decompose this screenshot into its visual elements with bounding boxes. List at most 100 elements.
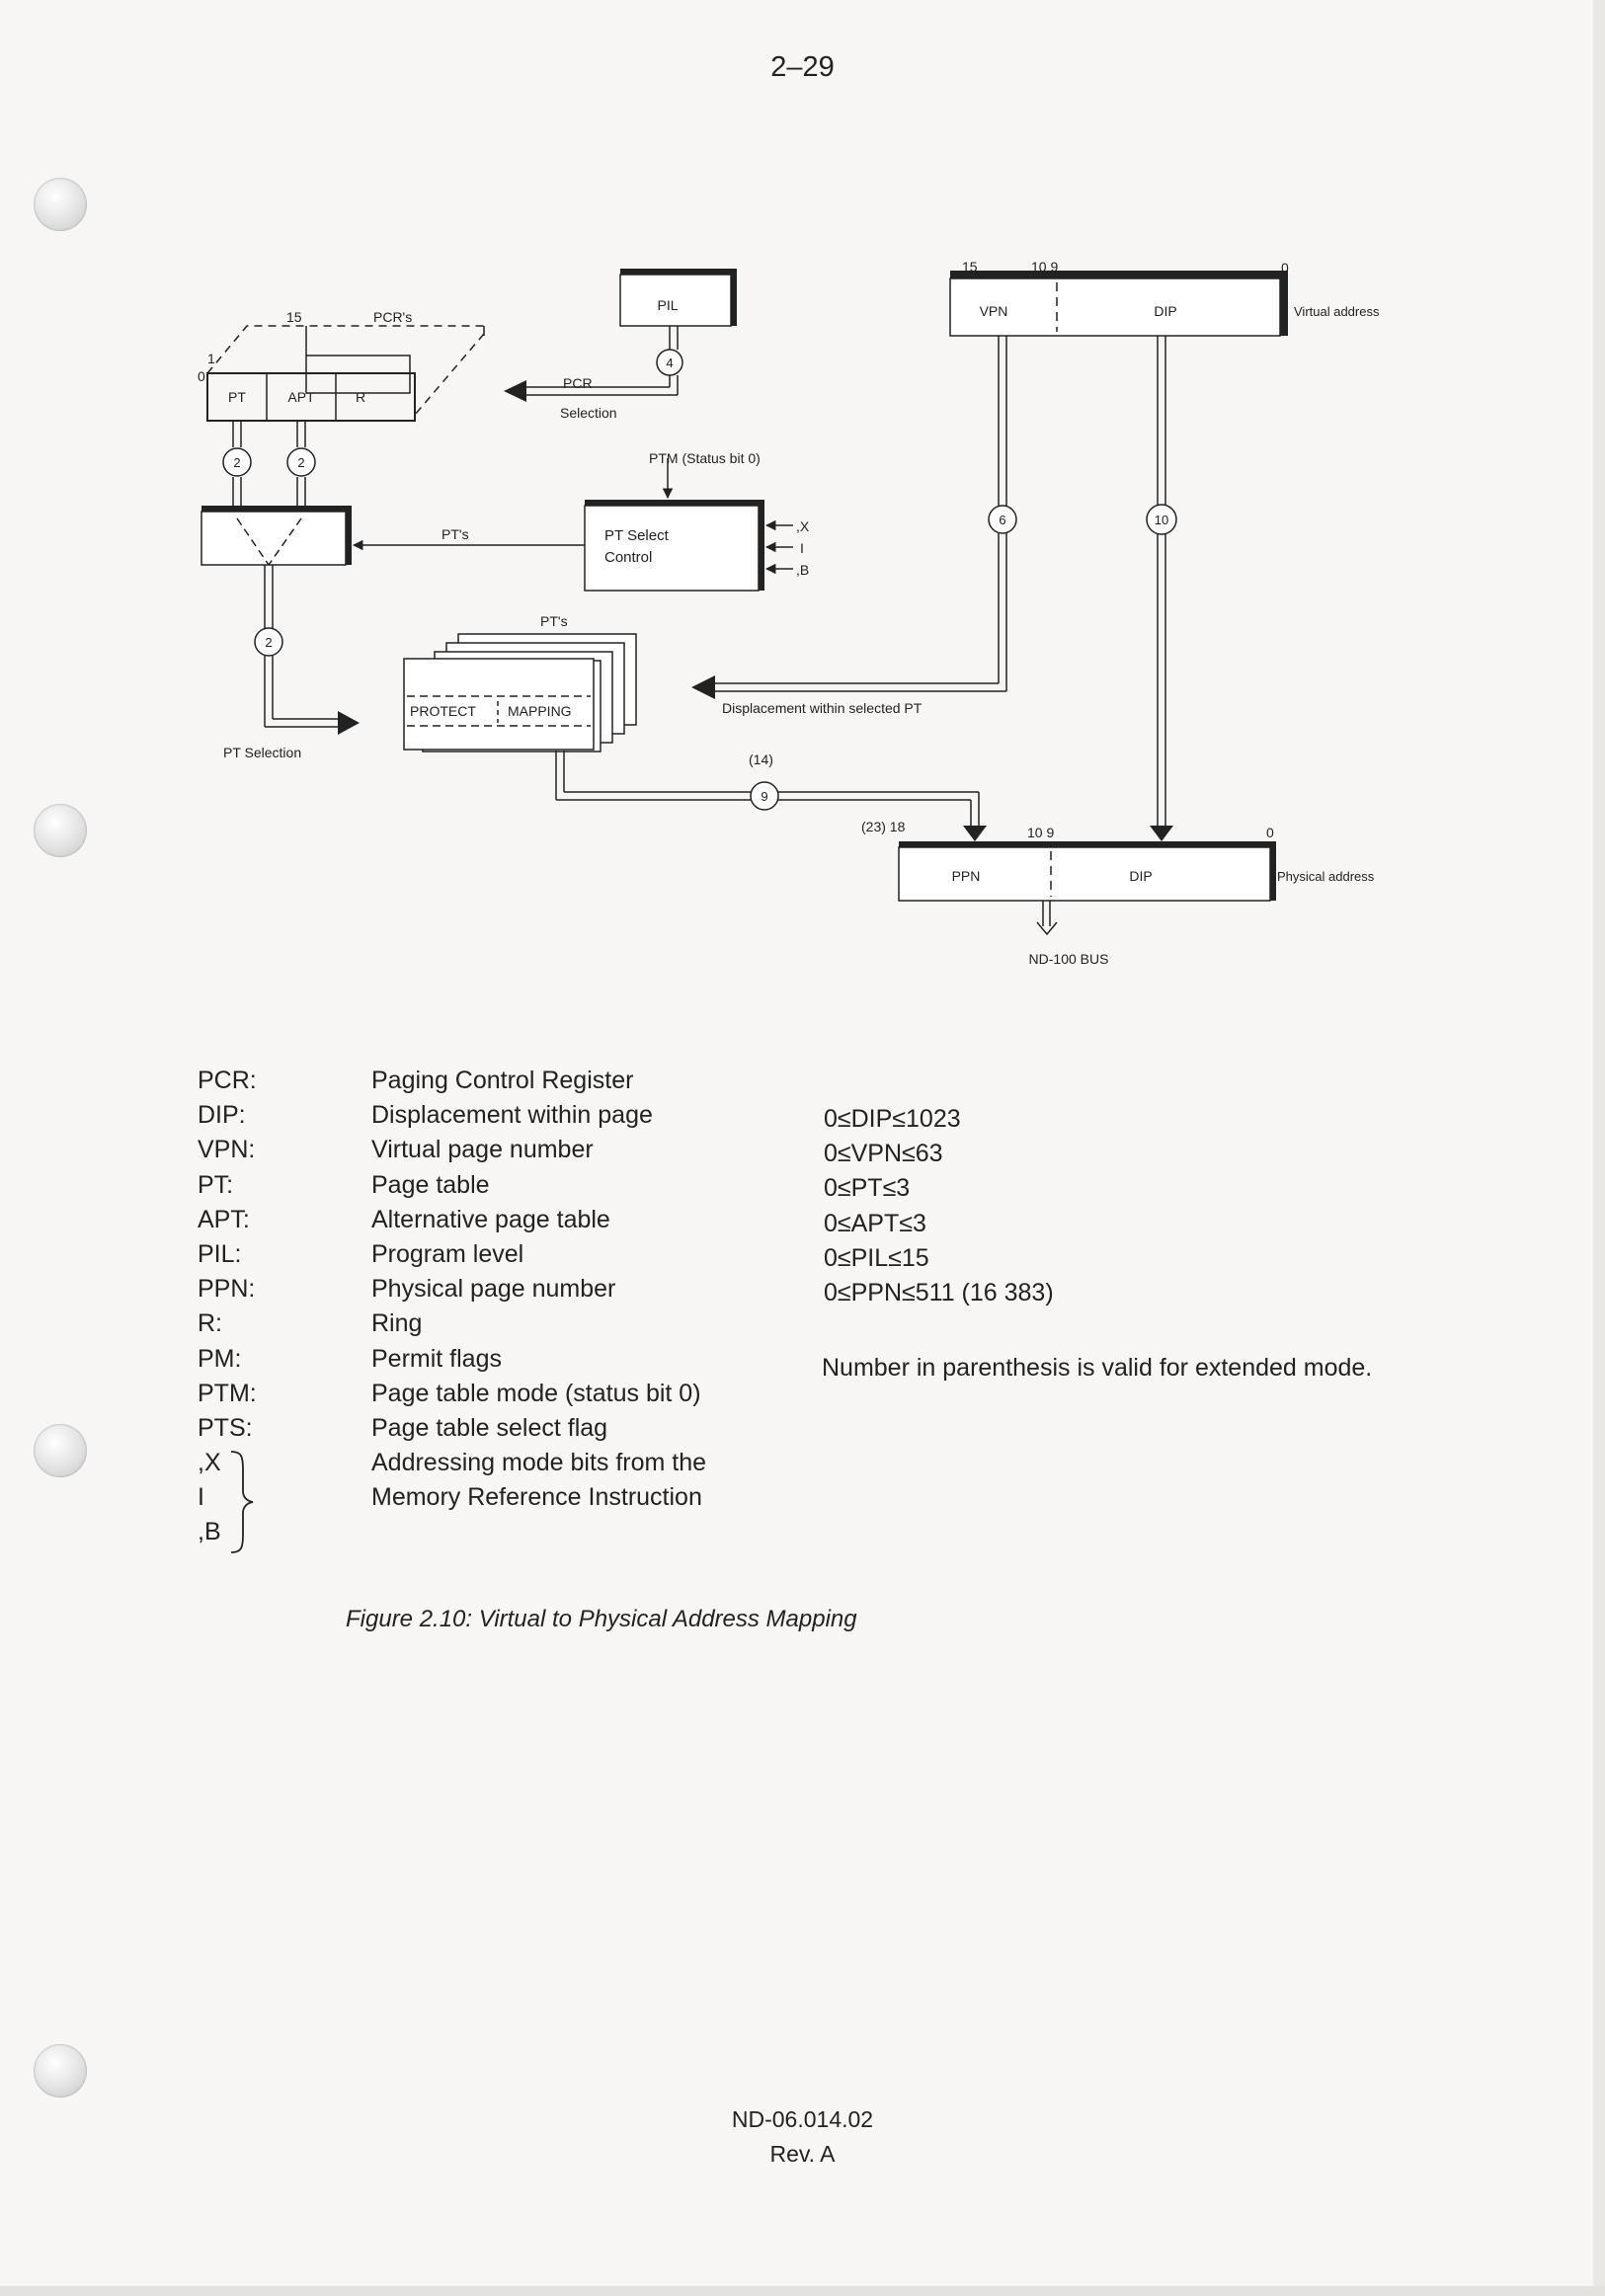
legend-term: PPN: (198, 1275, 256, 1304)
pa-bit-0: 0 (1266, 825, 1274, 840)
vpn-label: VPN (980, 303, 1008, 319)
legend-term: ,X (198, 1449, 221, 1477)
virtual-address-label: Virtual address (1294, 304, 1380, 319)
legend-term: PTM: (198, 1379, 257, 1407)
legend-range: 0≤VPN≤63 (824, 1140, 943, 1168)
pts-arrow-label: PT's (441, 526, 469, 542)
legend-range: 0≤PT≤3 (824, 1174, 911, 1203)
bit-15-label: 15 (286, 309, 302, 325)
pcr-selection-label-1: PCR (563, 375, 593, 391)
legend-term: PTS: (198, 1413, 253, 1442)
page-number: 2–29 (770, 51, 835, 83)
va-bit-15: 15 (962, 259, 978, 275)
pt-multiplexer (201, 506, 352, 566)
legend-definition: Page table select flag (371, 1413, 608, 1442)
legend-definition: Page table (371, 1170, 490, 1199)
pa-bit-23-18: (23) 18 (861, 819, 906, 834)
circle-6-label: 6 (999, 513, 1005, 527)
pt-selection-line (264, 565, 338, 728)
pt-field-label: PT (228, 389, 246, 405)
legend-range: 0≤DIP≤1023 (824, 1105, 961, 1133)
legend-definition: Program level (371, 1239, 524, 1268)
mode-x-label: ,X (796, 518, 810, 534)
pcr-selection-label-2: Selection (560, 405, 617, 421)
legend-definition: Ring (371, 1309, 423, 1338)
legend-term: R: (198, 1309, 222, 1338)
legend-ranges: 0≤DIP≤1023 0≤VPN≤63 0≤PT≤3 0≤APT≤3 0≤PIL… (824, 1102, 1054, 1310)
pt-select-label-1: PT Select (604, 527, 670, 544)
pt-apt-lines (232, 421, 306, 509)
legend-term: VPN: (198, 1136, 256, 1164)
displacement-label: Displacement within selected PT (722, 700, 923, 716)
legend-term: I (198, 1483, 204, 1512)
n14-label: (14) (749, 752, 773, 767)
binder-hole (34, 2044, 87, 2098)
bus-line (1042, 901, 1051, 926)
binder-hole (34, 804, 87, 857)
legend-term: PT: (198, 1170, 234, 1199)
figure-caption: Figure 2.10: Virtual to Physical Address… (346, 1606, 857, 1632)
address-mapping-diagram: 15 PCR's 1 0 PT APT R PIL 4 PCR Selectio… (198, 259, 1380, 967)
dip-line (1157, 336, 1166, 828)
legend-note: Number in parenthesis is valid for exten… (822, 1354, 1373, 1382)
ppn-line (555, 751, 980, 828)
dip-virtual-label: DIP (1154, 303, 1176, 319)
brace-icon (230, 1451, 254, 1553)
binder-hole (34, 178, 87, 231)
circle-10-label: 10 (1155, 513, 1168, 527)
apt-field-label: APT (287, 389, 315, 405)
virtual-address-register (949, 271, 1288, 337)
bus-label: ND-100 BUS (1029, 951, 1109, 967)
legend-range: 0≤PIL≤15 (824, 1243, 929, 1272)
ptm-status-label: PTM (Status bit 0) (649, 450, 761, 466)
mapping-label: MAPPING (508, 703, 572, 719)
legend-term: PM: (198, 1344, 242, 1373)
va-bit-10-9: 10 9 (1031, 259, 1058, 275)
circle-2-label: 2 (297, 455, 304, 470)
legend-term: APT: (198, 1205, 250, 1233)
mode-b-label: ,B (796, 562, 809, 578)
legend-definition: Alternative page table (371, 1205, 610, 1233)
va-bit-0: 0 (1281, 260, 1289, 276)
legend-definitions: Paging Control Register Displacement wit… (371, 1064, 706, 1515)
legend-definition: Page table mode (status bit 0) (371, 1379, 701, 1407)
legend-term: ,B (198, 1518, 221, 1546)
revision: Rev. A (769, 2141, 836, 2167)
legend-terms: PCR: DIP: VPN: PT: APT: PIL: PPN: R: PM:… (198, 1064, 257, 1550)
legend-range: 0≤PPN≤511 (16 383) (824, 1278, 1054, 1306)
mode-bit-inputs (764, 519, 793, 575)
legend-definition: Permit flags (371, 1344, 502, 1373)
legend-term: PCR: (198, 1067, 257, 1094)
circle-9-label: 9 (761, 789, 767, 804)
pcrs-label: PCR's (373, 309, 412, 325)
pts-stack-label: PT's (540, 613, 568, 629)
physical-address-label: Physical address (1277, 869, 1375, 884)
r-field-label: R (356, 389, 365, 405)
legend-definition: Virtual page number (371, 1136, 594, 1164)
protect-label: PROTECT (410, 703, 476, 719)
dip-physical-label: DIP (1129, 868, 1152, 884)
legend-range: 0≤APT≤3 (824, 1209, 926, 1237)
ppn-label: PPN (952, 868, 981, 884)
page-table-stack (403, 633, 637, 752)
bit-0-label: 0 (198, 368, 205, 384)
legend-term: PIL: (198, 1239, 242, 1268)
binder-hole (34, 1424, 87, 1477)
pcr-register-stack (206, 325, 485, 422)
pt-selection-label: PT Selection (223, 745, 301, 760)
pil-register: PIL (619, 269, 737, 327)
pt-select-label-2: Control (604, 549, 652, 566)
legend-definition: Memory Reference Instruction (371, 1483, 702, 1512)
legend-definition: Displacement within page (371, 1101, 653, 1130)
pcr-selection-line (523, 326, 679, 396)
circle-2-label: 2 (233, 455, 240, 470)
bit-count-circle (656, 349, 683, 376)
legend-term: DIP: (198, 1101, 246, 1130)
page-edge (1593, 0, 1605, 2296)
physical-address-register (898, 841, 1276, 902)
pt-select-control: PT Select Control (584, 500, 764, 592)
mode-i-label: I (800, 540, 804, 556)
legend-definition: Physical page number (371, 1275, 616, 1304)
legend-definition: Addressing mode bits from the (371, 1449, 707, 1477)
vpn-line (713, 336, 1007, 692)
